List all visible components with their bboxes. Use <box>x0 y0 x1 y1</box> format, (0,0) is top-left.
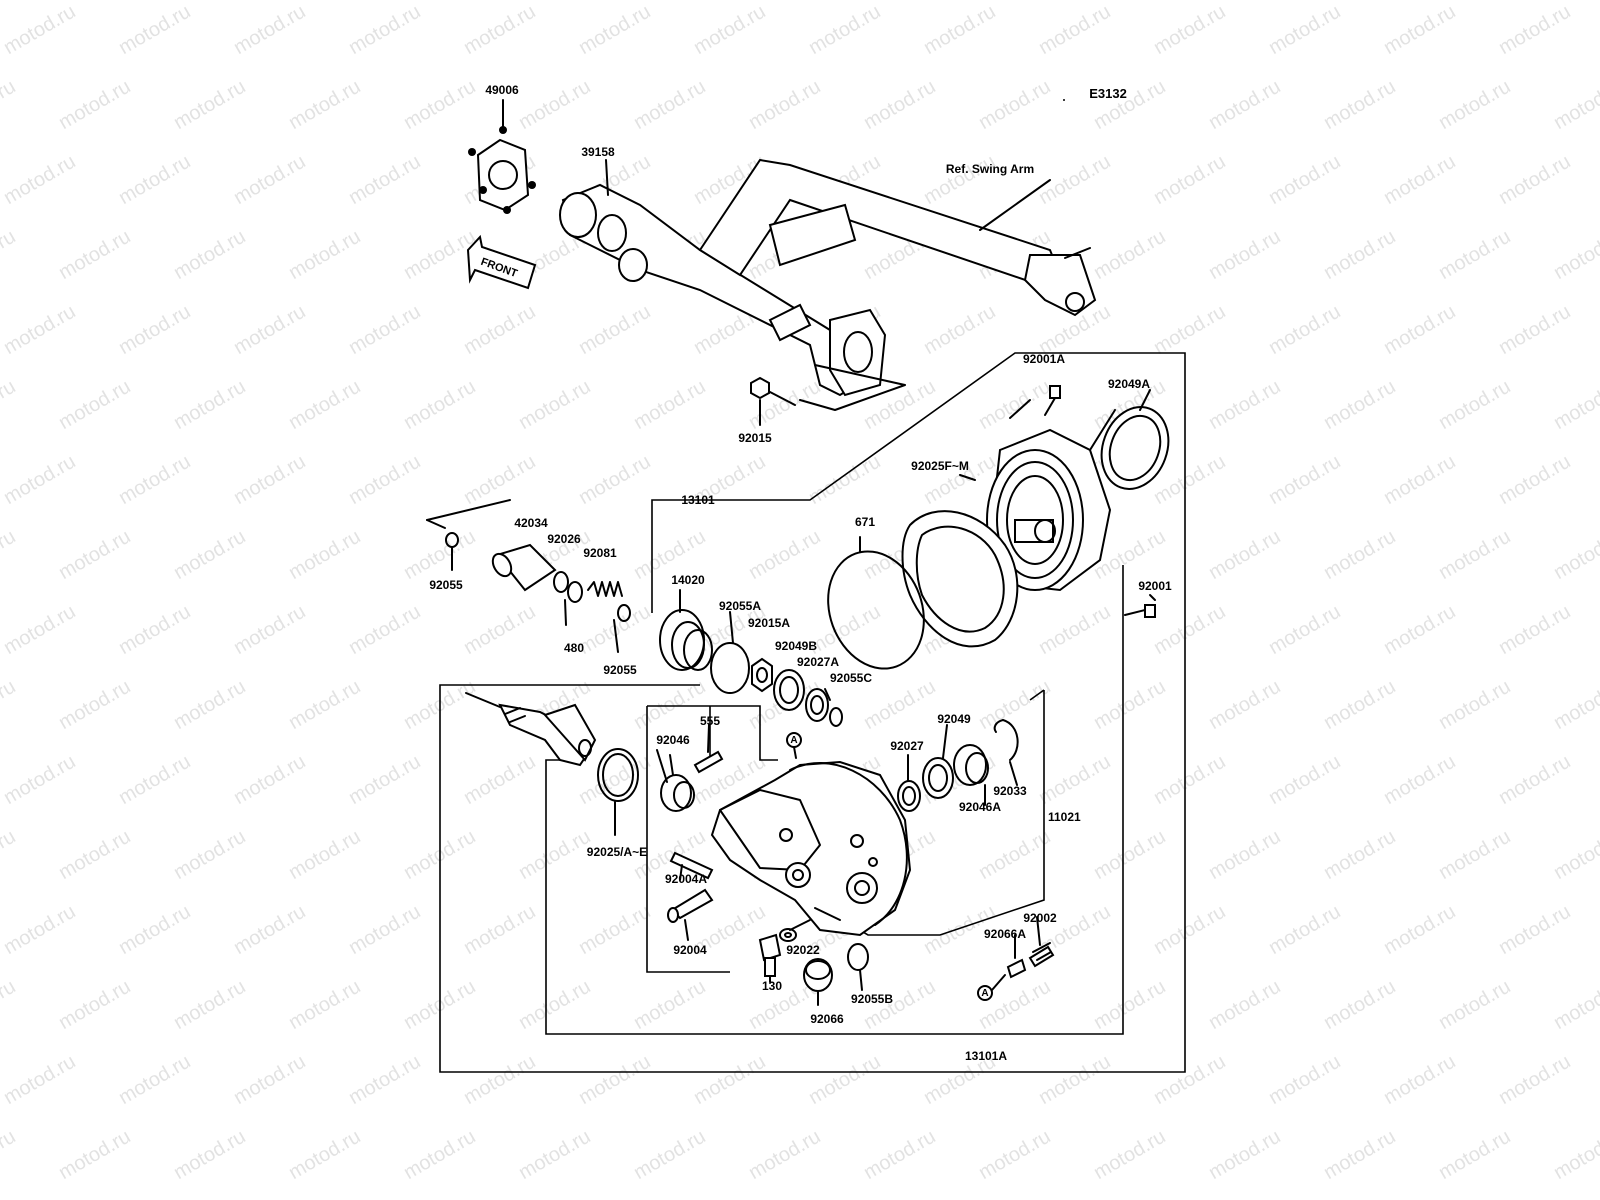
label-671: 671 <box>854 515 876 529</box>
label-92033: 92033 <box>993 784 1027 798</box>
label-92015: 92015 <box>738 431 772 445</box>
label-555: 555 <box>699 714 721 728</box>
part-92015-nut <box>750 376 796 426</box>
part-92049A-seal <box>1044 385 1170 490</box>
part-14020-bearing <box>659 589 713 671</box>
label-92081: 92081 <box>583 546 617 560</box>
label-92066: 92066 <box>810 1012 844 1026</box>
label-92055B: 92055B <box>850 992 894 1006</box>
label-92001A: 92001A <box>1022 352 1066 366</box>
label-92055-top: 92055 <box>429 578 463 592</box>
label-92004: 92004 <box>673 943 707 957</box>
reference-label: Ref. Swing Arm <box>945 162 1035 176</box>
marker-a-lower-label: A <box>981 988 989 999</box>
label-92055-low: 92055 <box>603 663 637 677</box>
part-555-pin <box>693 724 724 774</box>
part-92046-bearing <box>660 754 695 812</box>
marker-a-upper-label: A <box>790 735 798 746</box>
label-92025FM: 92025F~M <box>911 459 969 473</box>
label-92027A: 92027A <box>796 655 840 669</box>
label-92027: 92027 <box>890 739 924 753</box>
label-480: 480 <box>563 641 585 655</box>
label-92055C: 92055C <box>829 671 873 685</box>
label-92046A: 92046A <box>958 800 1002 814</box>
label-92026: 92026 <box>547 532 581 546</box>
label-13101A: 13101A <box>964 1049 1008 1063</box>
left-small-parts <box>426 499 631 653</box>
label-39158: 39158 <box>581 145 615 159</box>
label-92046: 92046 <box>656 733 690 747</box>
part-92022-washer <box>779 919 811 942</box>
leader-lines <box>605 99 1151 783</box>
part-671-o-ring <box>827 536 925 670</box>
pinion-gear <box>465 692 597 767</box>
label-92049: 92049 <box>937 712 971 726</box>
right-bearing-parts <box>897 719 1019 812</box>
label-92049A: 92049A <box>1107 377 1151 391</box>
label-92055A: 92055A <box>718 599 762 613</box>
part-92001-bolt <box>1124 594 1156 618</box>
part-92066-cap <box>803 958 833 1006</box>
label-92025AE: 92025/A~E <box>586 845 648 859</box>
pinion-small-parts <box>710 611 843 727</box>
label-92049B: 92049B <box>774 639 818 653</box>
label-92015A: 92015A <box>747 616 791 630</box>
label-92022: 92022 <box>786 943 820 957</box>
label-11021: 11021 <box>1048 810 1081 824</box>
ring-gear-assembly <box>986 399 1116 592</box>
marker-a-lower <box>977 974 1006 1001</box>
assembly-frames <box>439 352 1186 1073</box>
final-drive-housing <box>710 760 912 937</box>
front-arrow-icon <box>466 234 537 290</box>
part-92055B-ring <box>847 943 869 991</box>
part-92025AE-shim <box>597 748 639 836</box>
label-13101: 13101 <box>681 493 715 507</box>
diagram-code: E3132 <box>1089 86 1127 101</box>
swing-arm <box>559 158 1097 411</box>
label-49006: 49006 <box>485 83 519 97</box>
label-92066A: 92066A <box>983 927 1027 941</box>
marker-a-upper <box>786 732 802 759</box>
label-92001: 92001 <box>1138 579 1172 593</box>
label-130: 130 <box>761 979 783 993</box>
label-14020: 14020 <box>671 573 705 587</box>
label-92004A: 92004A <box>664 872 708 886</box>
part-92025FM-gasket <box>901 510 1019 648</box>
drain-bolt-130 <box>758 933 782 983</box>
part-92066A-plug <box>1006 916 1055 979</box>
label-92002: 92002 <box>1023 911 1057 925</box>
label-42034: 42034 <box>514 516 548 530</box>
studs-92004 <box>667 851 714 941</box>
part-49006-cap <box>468 99 536 214</box>
